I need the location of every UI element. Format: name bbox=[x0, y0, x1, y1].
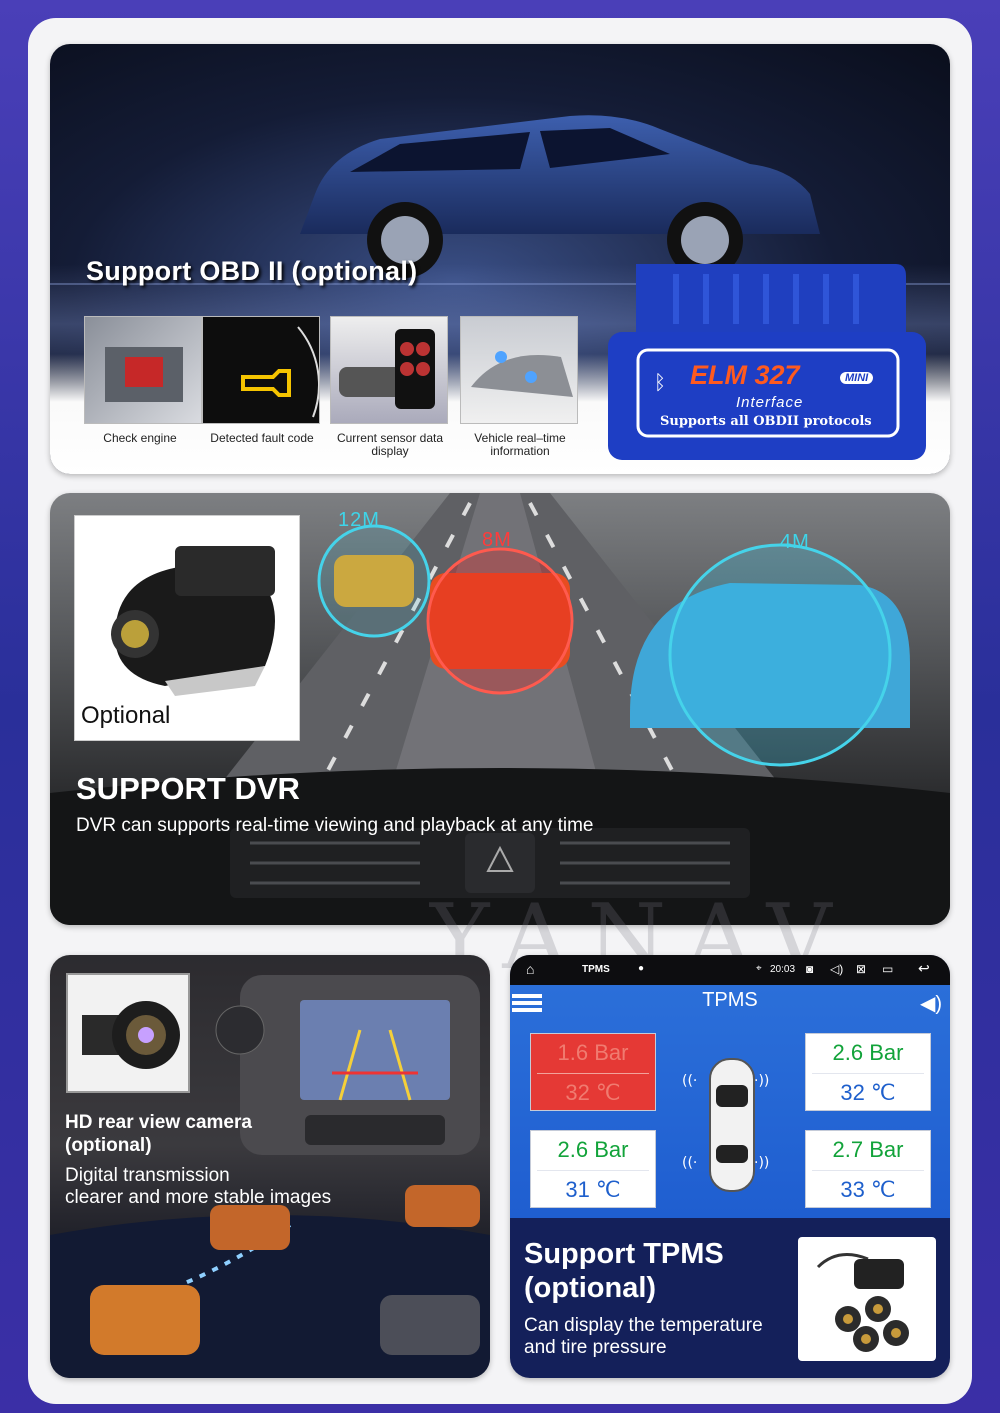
status-app-label: TPMS bbox=[582, 964, 610, 975]
svg-text:·)): ·)) bbox=[754, 1073, 769, 1089]
status-clock: 20:03 bbox=[770, 964, 796, 975]
tpms-screen: TPMS ◀) 1.6 Bar 32 ℃ 2.6 Bar 32 ℃ 2.6 Ba… bbox=[510, 985, 950, 1218]
home-icon[interactable]: ⌂ bbox=[526, 961, 535, 977]
dvr-title: SUPPORT DVR bbox=[76, 771, 300, 806]
tire-tile-front-left: 1.6 Bar 32 ℃ bbox=[530, 1033, 656, 1111]
engine-thumb bbox=[84, 316, 202, 424]
tire-temp: 33 ℃ bbox=[840, 1177, 896, 1202]
elm-badge: MINI bbox=[840, 372, 874, 384]
tpms-title-line2: (optional) bbox=[524, 1272, 657, 1304]
feature-caption: Vehicle real–time information bbox=[474, 431, 566, 458]
rear-camera-scene bbox=[50, 975, 490, 1378]
location-icon: ⌖ bbox=[756, 963, 762, 974]
feature-caption: Current sensor data display bbox=[336, 431, 444, 458]
window-icon[interactable]: ▭ bbox=[882, 962, 894, 976]
close-box-icon[interactable]: ⊠ bbox=[856, 962, 867, 976]
status-dot-icon: ● bbox=[638, 963, 645, 974]
dvr-optional-label: Optional bbox=[81, 702, 171, 729]
obd-title: Support OBD II (optional) bbox=[86, 256, 418, 286]
camera-title-line2: (optional) bbox=[65, 1135, 152, 1156]
tire-temp: 31 ℃ bbox=[565, 1177, 621, 1202]
feature-caption: Detected fault code bbox=[210, 431, 314, 445]
camera-inset bbox=[66, 973, 190, 1093]
volume-icon[interactable]: ◁) bbox=[830, 962, 844, 976]
tpms-title: Support TPMS (optional) bbox=[524, 1237, 724, 1305]
speaker-icon[interactable]: ◀) bbox=[920, 993, 943, 1015]
distance-label: 4M bbox=[780, 531, 810, 553]
tire-tile-front-right: 2.6 Bar 32 ℃ bbox=[805, 1033, 931, 1111]
camera-sub-line1: Digital transmission bbox=[65, 1165, 230, 1186]
back-icon[interactable]: ↩ bbox=[918, 960, 930, 976]
distance-label: 12M bbox=[338, 509, 380, 531]
tpms-panel: ⌂ TPMS ● ⌖ 20:03 ◙ ◁) ⊠ ▭ ↩ TPMS ◀) 1.6 … bbox=[510, 955, 950, 1378]
tire-tile-rear-left: 2.6 Bar 31 ℃ bbox=[530, 1130, 656, 1208]
svg-text:((·: ((· bbox=[682, 1155, 697, 1171]
tire-pressure: 2.6 Bar bbox=[832, 1040, 904, 1065]
android-status-bar: ⌂ TPMS ● ⌖ 20:03 ◙ ◁) ⊠ ▭ ↩ bbox=[510, 955, 950, 985]
check-engine-icon bbox=[241, 369, 291, 397]
tpms-title-line1: Support TPMS bbox=[524, 1238, 724, 1270]
svg-text:((·: ((· bbox=[682, 1073, 697, 1089]
road-scene bbox=[50, 493, 950, 925]
dvr-subtitle: DVR can supports real-time viewing and p… bbox=[76, 815, 594, 836]
tpms-sub-line1: Can display the temperature bbox=[524, 1315, 763, 1336]
rear-camera-panel: HD rear view camera (optional) Digital t… bbox=[50, 955, 490, 1378]
tpms-screen-title: TPMS bbox=[702, 989, 758, 1011]
tpms-sensor-inset bbox=[798, 1237, 936, 1361]
camera-sub-line2: clearer and more stable images bbox=[65, 1187, 332, 1208]
sensor-data-thumb bbox=[330, 316, 448, 424]
obd-panel: Support OBD II (optional) Check engine D… bbox=[50, 44, 950, 474]
fault-code-thumb bbox=[202, 316, 320, 424]
feature-caption: Check engine bbox=[103, 431, 177, 445]
elm-brand: ELM 327 bbox=[690, 360, 800, 390]
tire-pressure: 1.6 Bar bbox=[557, 1040, 629, 1065]
camera-image bbox=[82, 1001, 180, 1069]
tpms-sensor-image bbox=[816, 1253, 909, 1352]
hazard-icon bbox=[486, 845, 514, 872]
camera-title-line1: HD rear view camera bbox=[65, 1112, 252, 1133]
dvr-panel: 12M 8M 4M Optional SUPPORT DVR DVR can s… bbox=[50, 493, 950, 925]
tire-temp: 32 ℃ bbox=[565, 1080, 621, 1105]
elm-line3: Supports all OBDII protocols bbox=[660, 414, 872, 429]
menu-icon[interactable] bbox=[512, 991, 542, 1015]
dvr-camera-inset: Optional bbox=[74, 515, 300, 741]
car-top-view-icon: ((· ·)) ((· ·)) bbox=[682, 1058, 769, 1192]
elm327-device: ᛒ ELM 327 MINI Interface Supports all OB… bbox=[606, 254, 928, 466]
distance-label: 8M bbox=[482, 529, 512, 551]
tire-pressure: 2.7 Bar bbox=[832, 1137, 904, 1162]
dvr-camera-image bbox=[111, 546, 275, 696]
elm-line2: Interface bbox=[736, 394, 804, 411]
camera-icon[interactable]: ◙ bbox=[806, 962, 814, 976]
svg-text:·)): ·)) bbox=[754, 1155, 769, 1171]
tpms-subtitle: Can display the temperature and tire pre… bbox=[524, 1315, 763, 1359]
bluetooth-icon: ᛒ bbox=[654, 370, 666, 394]
tire-temp: 32 ℃ bbox=[840, 1080, 896, 1105]
camera-subtitle: Digital transmission clearer and more st… bbox=[65, 1165, 331, 1209]
tpms-sub-line2: and tire pressure bbox=[524, 1337, 667, 1358]
tire-tile-rear-right: 2.7 Bar 33 ℃ bbox=[805, 1130, 931, 1208]
camera-title: HD rear view camera (optional) bbox=[65, 1111, 252, 1157]
tire-pressure: 2.6 Bar bbox=[557, 1137, 629, 1162]
vehicle-info-thumb bbox=[460, 316, 578, 424]
